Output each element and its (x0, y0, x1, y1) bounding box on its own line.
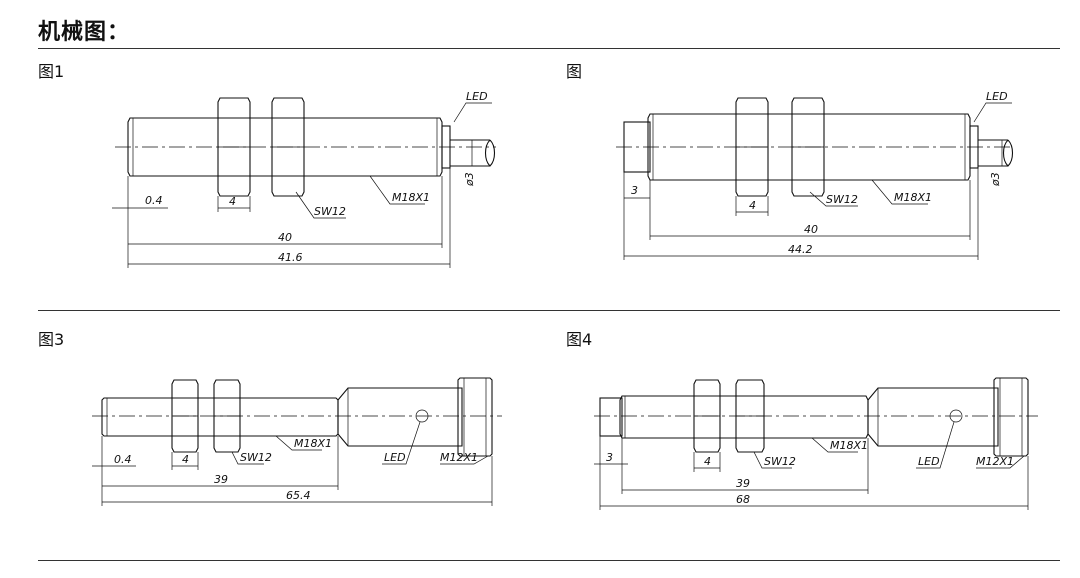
housing (337, 387, 463, 447)
wrench-size-label: SW12 (764, 455, 796, 468)
nut-width-value: 4 (704, 455, 711, 468)
cable (978, 139, 1014, 167)
page-title: 机械图： (38, 20, 131, 45)
thread-label: M18X1 (392, 191, 430, 204)
nut-width-value: 4 (749, 199, 756, 212)
wrench-size-label: SW12 (240, 451, 272, 464)
figure-3-label: 图3 (38, 330, 65, 349)
body-length-dim: 40 (127, 168, 451, 268)
figure-2-label: 图 (566, 62, 583, 81)
led-label: LED (384, 451, 406, 464)
front-offset-value: 3 (631, 184, 638, 197)
figure-4-label: 图4 (566, 330, 593, 349)
thread-label: M18X1 (894, 191, 932, 204)
total-length-value: 68 (736, 493, 750, 506)
body-length-dim: 39 (622, 438, 869, 494)
nut-width-value: 4 (229, 195, 236, 208)
figure-4-drawing: LED M12X1 M18X1 SW12 4 3 39 68 (594, 377, 1038, 510)
total-length-dim: 68 (600, 456, 1029, 510)
sensor-front-cap (599, 397, 623, 437)
nut-width-dim: 4 (171, 452, 199, 470)
body-length-dim: 40 (650, 168, 979, 260)
connector-m12 (993, 377, 1029, 457)
figure-1-drawing: ø3 LED M18X1 SW12 4 0.4 40 41.6 (112, 90, 496, 268)
total-length-dim: 41.6 (128, 251, 450, 265)
led-leader: LED (382, 421, 421, 465)
wrench-leader: SW12 (809, 191, 858, 207)
total-length-dim: 44.2 (624, 243, 978, 257)
connector-leader: M12X1 (440, 451, 489, 465)
thread-leader: M18X1 (275, 435, 332, 451)
cable-diameter-dim: ø3 (452, 139, 476, 187)
figure-1-label: 图1 (38, 62, 65, 81)
footer-divider (38, 560, 1060, 561)
total-length-value: 41.6 (278, 251, 303, 264)
total-length-dim: 65.4 (102, 456, 493, 506)
connector-m12 (457, 377, 493, 457)
led-label: LED (466, 90, 488, 103)
front-offset-dim: 3 (623, 172, 651, 260)
thread-leader: M18X1 (871, 179, 932, 205)
body-length-value: 40 (278, 231, 292, 244)
total-length-value: 65.4 (286, 489, 311, 502)
connector-label: M12X1 (440, 451, 478, 464)
section-divider (38, 310, 1060, 311)
connector-label: M12X1 (976, 455, 1014, 468)
nut-width-value: 4 (182, 453, 189, 466)
wrench-leader: SW12 (295, 191, 346, 219)
nut-width-dim: 4 (693, 452, 721, 472)
connector-leader: M12X1 (976, 455, 1025, 469)
front-offset-value: 3 (606, 451, 613, 464)
cable-diameter-label: ø3 (989, 172, 1002, 187)
body-length-value: 39 (736, 477, 750, 490)
front-offset-dim: 3 (594, 436, 628, 510)
nut-width-dim: 4 (735, 196, 769, 216)
front-offset-value: 0.4 (114, 453, 132, 466)
cable-diameter-dim: ø3 (978, 139, 1006, 187)
led-label: LED (986, 90, 1008, 103)
total-length-value: 44.2 (788, 243, 813, 256)
thread-label: M18X1 (294, 437, 332, 450)
wrench-size-label: SW12 (826, 193, 858, 206)
body-length-value: 40 (804, 223, 818, 236)
body-length-dim: 39 (102, 436, 339, 490)
housing (867, 387, 999, 447)
thread-label: M18X1 (830, 439, 868, 452)
wrench-leader: SW12 (231, 451, 272, 465)
figure-2-drawing: ø3 LED M18X1 SW12 4 3 40 44.2 (616, 90, 1014, 260)
body-length-value: 39 (214, 473, 228, 486)
sensor-body (619, 395, 869, 439)
thread-leader: M18X1 (811, 437, 868, 453)
sensor-body (101, 397, 339, 437)
front-offset-dim: 0.4 (92, 436, 136, 506)
nut-width-dim: 4 (217, 195, 251, 212)
led-leader: LED (453, 90, 492, 123)
cable-diameter-label: ø3 (463, 172, 476, 187)
led-label: LED (918, 455, 940, 468)
front-offset-dim: 0.4 (112, 176, 168, 212)
led-leader: LED (973, 90, 1012, 123)
wrench-size-label: SW12 (314, 205, 346, 218)
front-offset-value: 0.4 (145, 194, 163, 207)
led-leader: LED (916, 421, 955, 469)
thread-leader: M18X1 (369, 175, 430, 205)
sensor-body (127, 117, 443, 177)
header-divider (38, 48, 1060, 49)
figure-3-drawing: LED M12X1 M18X1 SW12 4 0.4 39 65.4 (92, 377, 502, 506)
wrench-leader: SW12 (753, 451, 796, 469)
